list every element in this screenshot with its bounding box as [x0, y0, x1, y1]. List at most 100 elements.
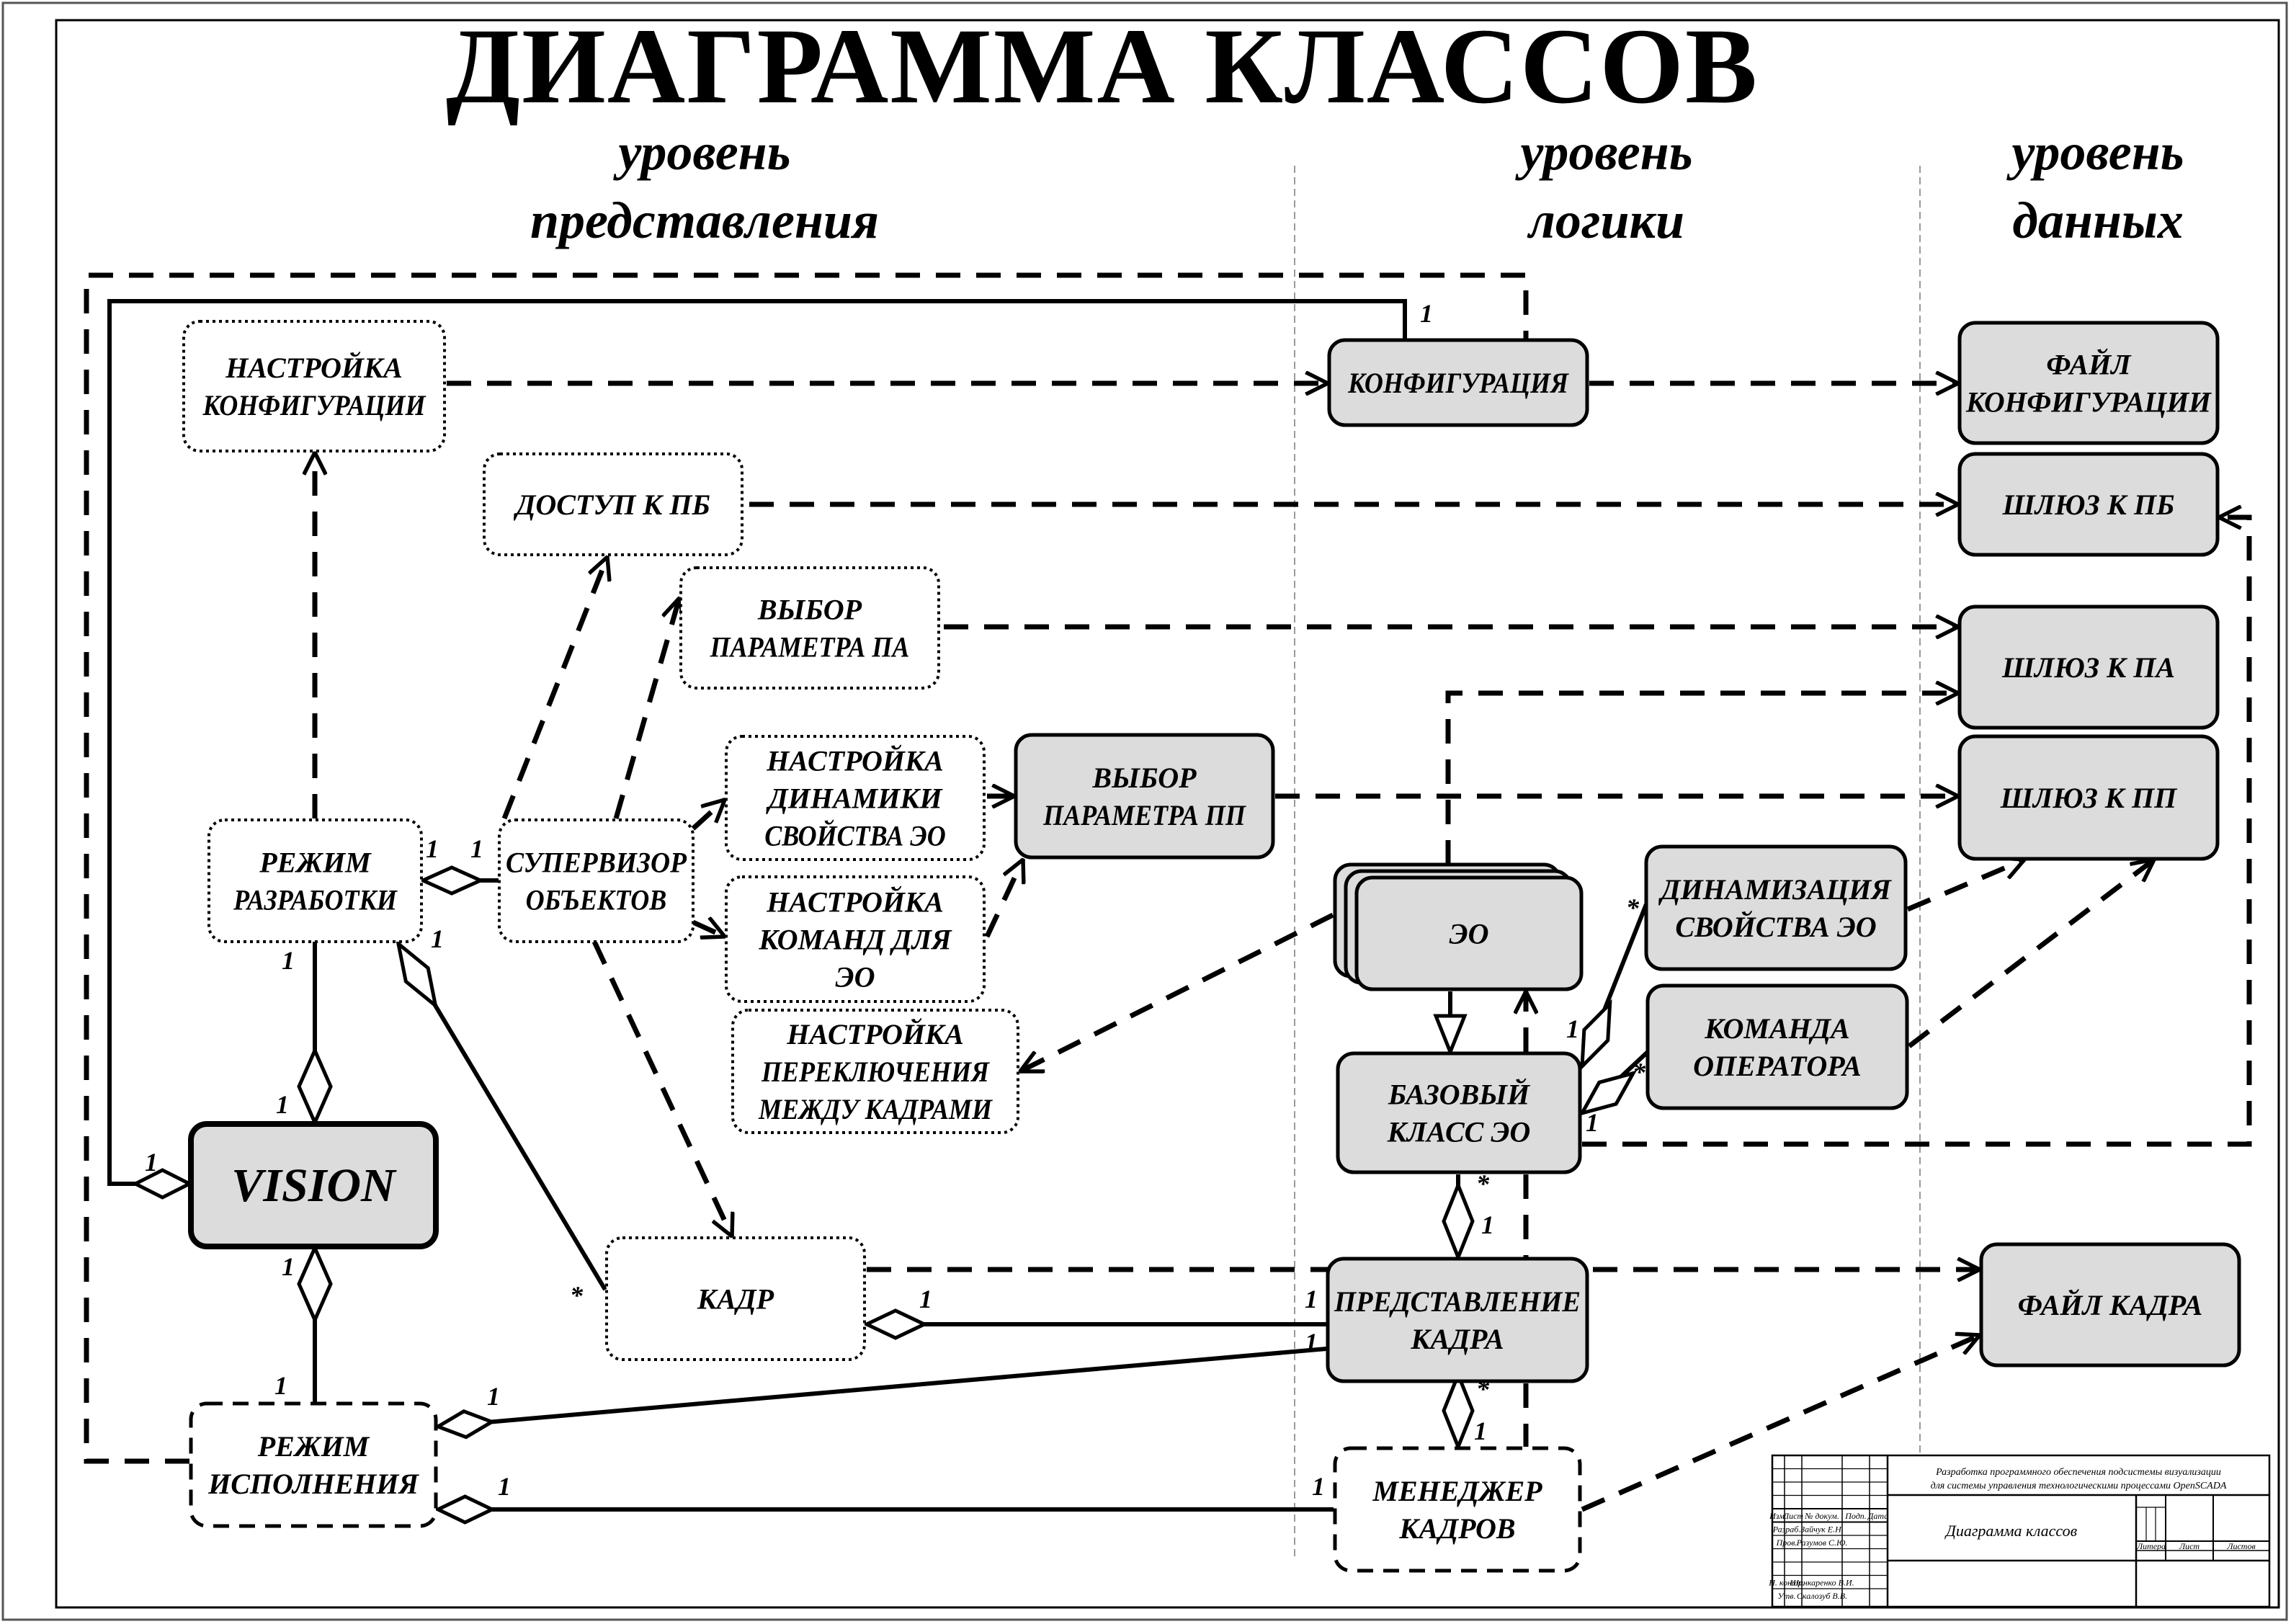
box-frame	[189, 1401, 438, 1528]
level-header-data: уровень данных	[2006, 123, 2184, 249]
class-box-kadr[interactable]: КАДР	[605, 1236, 866, 1361]
level-logic-line1: уровень	[1514, 123, 1692, 181]
class-label-line: КОНФИГУРАЦИИ	[1965, 386, 2212, 419]
multiplicity-label: 1	[487, 1382, 500, 1411]
aggregation-diamond	[1442, 1370, 1475, 1452]
level-header-presentation: уровень представления	[530, 123, 879, 249]
class-label-line: КАДР	[697, 1283, 774, 1316]
class-label-line: ШЛЮЗ К ПА	[2001, 651, 2175, 684]
aggregation-diamond	[434, 1409, 496, 1440]
multiplicity-label: *	[570, 1281, 584, 1310]
relation-r-kom-vyborpp	[984, 860, 1023, 938]
multiplicity-label: 1	[498, 1472, 511, 1501]
class-label-line: ФАЙЛ КАДРА	[2018, 1289, 2203, 1321]
relation-r-komanda-shluzpp	[1907, 860, 2154, 1048]
relation-r-isp-pred	[437, 1347, 1327, 1429]
stamp-header-sign: Подп.	[1844, 1511, 1867, 1521]
level-presentation-line2: представления	[530, 192, 879, 249]
class-box-shluz-pa[interactable]: ШЛЮЗ К ПА	[1957, 604, 2220, 730]
box-frame	[605, 1236, 866, 1361]
relation-r-sup-dostup	[501, 557, 607, 820]
multiplicity-label: *	[1476, 1169, 1490, 1198]
class-box-shluz-pb[interactable]: ШЛЮЗ К ПБ	[1957, 452, 2220, 557]
class-label-line: СВОЙСТВА ЭО	[1675, 911, 1876, 943]
class-label-line: ВЫБОР	[1091, 762, 1197, 794]
class-label-line: ДИНАМИКИ	[765, 782, 943, 815]
box-frame	[1645, 983, 1909, 1110]
class-box-shluz-pp[interactable]: ШЛЮЗ К ПП	[1957, 734, 2220, 861]
multiplicity-label: *	[1633, 1058, 1646, 1087]
box-frame	[1014, 733, 1275, 860]
class-label-line: ЭО	[836, 961, 875, 994]
stamp-person: Скалозуб В.В.	[1797, 1591, 1847, 1601]
class-box-eo[interactable]: ЭО	[1333, 862, 1584, 991]
class-box-nastroika-kom[interactable]: НАСТРОЙКА КОМАНД ДЛЯ ЭО	[725, 875, 986, 1003]
box-frame	[725, 875, 986, 1003]
class-label-line: МЕНЕДЖЕР	[1372, 1475, 1542, 1507]
class-box-fail-konf[interactable]: ФАЙЛ КОНФИГУРАЦИИ	[1957, 321, 2220, 445]
multiplicity-label: 1	[282, 1252, 295, 1281]
multiplicity-label: 1	[282, 946, 295, 975]
box-frame	[1957, 734, 2220, 861]
box-frame	[1326, 1257, 1589, 1383]
class-label-line: ФАЙЛ	[2046, 349, 2132, 381]
class-box-fail-kadra[interactable]: ФАЙЛ КАДРА	[1979, 1242, 2241, 1368]
class-label-line: ИСПОЛНЕНИЯ	[207, 1468, 419, 1500]
box-frame	[1644, 844, 1908, 971]
aggregation-diamond	[297, 1243, 333, 1325]
stamp-person: Зайчук Е.Н.	[1800, 1525, 1844, 1535]
level-data-line2: данных	[2012, 192, 2184, 249]
relation-r-men-fail	[1581, 1335, 1980, 1512]
aggregation-diamond	[434, 1494, 496, 1525]
class-label-line: МЕЖДУ КАДРАМИ	[758, 1093, 993, 1125]
multiplicity-label: 1	[1305, 1328, 1318, 1357]
title-block: Разработка программного обеспечения подс…	[1768, 1454, 2271, 1608]
class-label-line: КЛАСС ЭО	[1387, 1116, 1531, 1148]
stamp-header-date: Дата	[1867, 1511, 1888, 1521]
relation-r-sup-din	[691, 800, 725, 831]
box-frame	[1354, 875, 1584, 991]
class-label-line: НАСТРОЙКА	[786, 1018, 964, 1050]
class-label-line: НАСТРОЙКА	[766, 886, 944, 919]
class-label-line: КОМАНД ДЛЯ	[758, 924, 952, 956]
stamp-role: Разраб.	[1772, 1525, 1801, 1535]
class-label-line: РЕЖИМ	[259, 847, 372, 879]
diagram-title: ДИАГРАММА КЛАССОВ	[446, 6, 1759, 126]
class-label-line: КОНФИГУРАЦИИ	[202, 389, 427, 421]
multiplicity-label: 1	[1586, 1108, 1599, 1137]
drawing-frame	[55, 19, 2280, 1609]
stamp-header-izm: Изм.	[1769, 1511, 1787, 1521]
class-box-konfiguraciya[interactable]: КОНФИГУРАЦИЯ	[1327, 338, 1589, 427]
class-box-dostup-pb[interactable]: ДОСТУП К ПБ	[483, 452, 743, 556]
aggregation-diamond	[862, 1308, 929, 1340]
multiplicity-label: 1	[1420, 299, 1433, 328]
class-label-line: ШЛЮЗ К ПБ	[2002, 488, 2175, 521]
multiplicity-label: 1	[1474, 1416, 1487, 1445]
stamp-header-list: Лист	[1782, 1511, 1803, 1521]
box-frame	[679, 566, 940, 690]
stamp-sheets: Листов	[2226, 1541, 2255, 1551]
aggregation-diamond	[1442, 1180, 1475, 1262]
class-label-line: ПРЕДСТАВЛЕНИЕ	[1334, 1285, 1581, 1318]
relation-r-sup-kom	[692, 922, 725, 937]
class-box-vision[interactable]: VISION	[188, 1121, 439, 1249]
level-header-logic: уровень логики	[1514, 123, 1692, 249]
box-frame	[1957, 321, 2220, 445]
class-label-line: КОНФИГУРАЦИЯ	[1347, 367, 1569, 399]
